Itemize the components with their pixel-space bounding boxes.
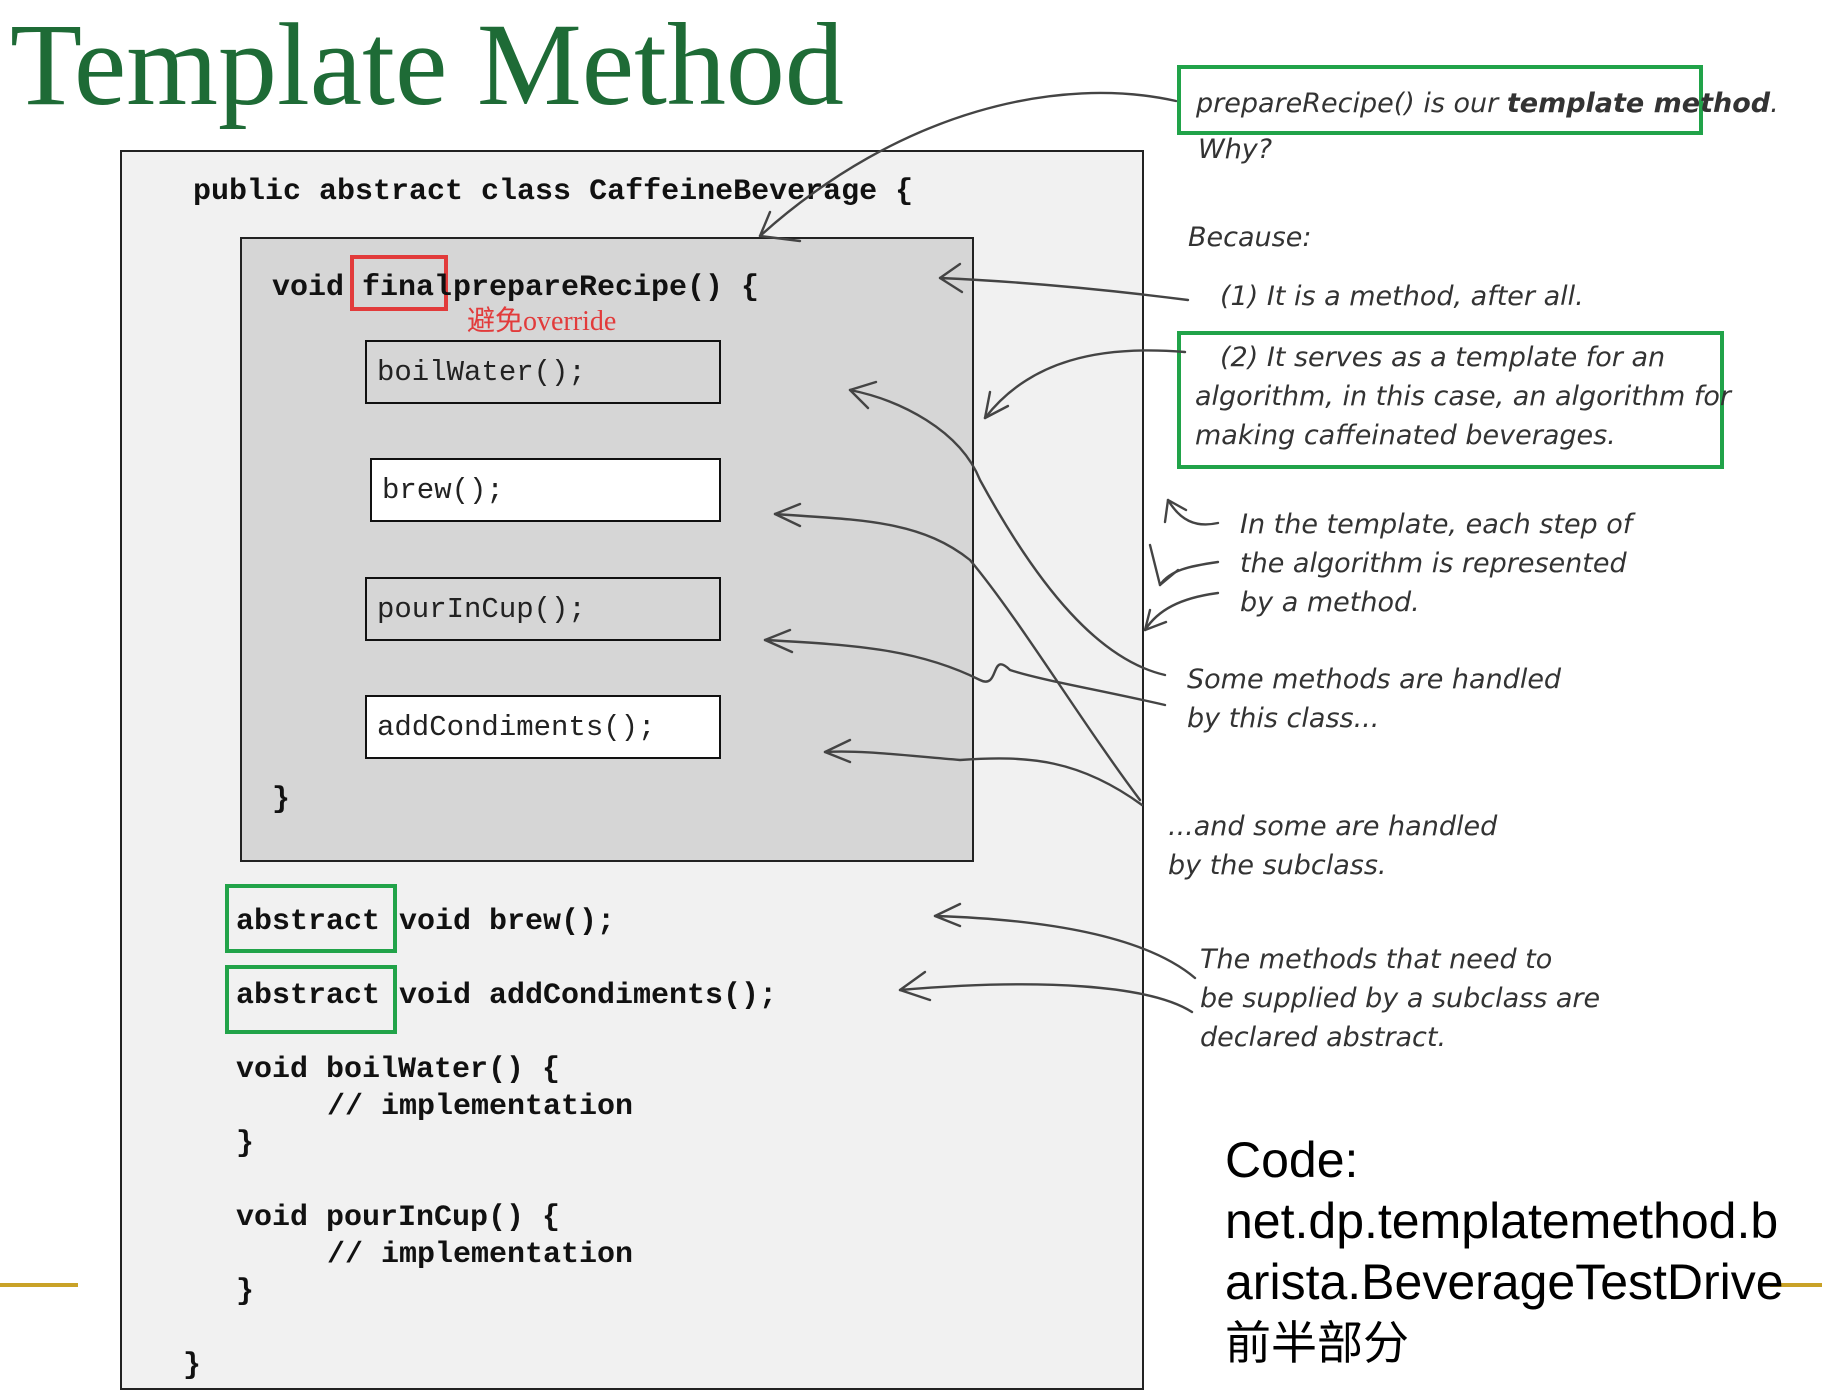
final-highlight [350,255,448,311]
arrow-head [1148,543,1180,587]
abstract-note: The methods that need to be supplied by … [1200,944,1601,1054]
arrow-this-class-boil [848,388,1167,677]
abstract-condiments-highlight [225,965,397,1034]
right-rule [1770,1283,1822,1287]
final-note: 避免override [467,306,617,337]
reason-two-note: (2) It serves as a template for an algor… [1195,342,1732,452]
step-label: addCondiments(); [377,710,656,744]
template-method-note: prepareRecipe() is our template method. [1196,88,1779,119]
arrow-head [933,902,962,928]
steps-note: In the template, each step of the algori… [1240,509,1633,619]
arrow-head [823,738,852,764]
pour-in-cup-declaration: void pourInCup() { [236,1201,561,1235]
abstract-brew-signature: void brew(); [399,905,616,939]
reason-two-highlight [1177,331,1724,469]
arrow-head [1163,498,1188,524]
prepare-recipe-signature: prepareRecipe() { [453,271,760,305]
arrow-head [938,262,964,294]
arrow-head [773,502,802,528]
abstract-condiments-signature: void addCondiments(); [399,979,778,1013]
arrow-head [848,380,878,410]
code-location: Code: net.dp.templatemethod.b arista.Bev… [1225,1130,1825,1374]
boil-water-declaration: void boilWater() { [236,1053,561,1087]
arrow-steps-one [1166,498,1220,526]
left-rule [0,1283,78,1287]
class-close-brace: } [183,1349,202,1383]
arrow-head [763,628,794,654]
arrow-head [758,210,802,243]
why-note: Why? [1198,134,1273,165]
arrow-subclass-condiments [823,750,1144,807]
page-title: Template Method [10,0,844,130]
class-declaration: public abstract class CaffeineBeverage { [193,175,914,209]
arrow-head [898,970,932,1002]
pour-in-cup-comment: // implementation [327,1238,634,1272]
method-return-type: void [272,271,345,305]
step-pour-in-cup: pourInCup(); [365,577,721,641]
step-label: brew(); [382,473,504,507]
code-location-label: Code: [1225,1132,1359,1188]
arrow-abstract-condiments [898,983,1194,1014]
final-keyword: final [362,271,453,305]
arrow-steps-three [1143,591,1220,632]
arrow-head [983,390,1010,420]
step-brew: brew(); [370,458,721,522]
arrow-reason-one [938,276,1190,302]
code-location-class: arista.BeverageTestDrive [1225,1254,1784,1310]
code-location-package: net.dp.templatemethod.b [1225,1193,1779,1249]
arrow-subclass-brew [773,512,1142,802]
boil-water-close-brace: } [236,1127,255,1161]
arrow-steps-two [1158,560,1220,587]
boil-water-comment: // implementation [327,1090,634,1124]
arrow-abstract-brew [933,914,1197,980]
abstract-keyword: abstract [236,979,381,1013]
step-add-condiments: addCondiments(); [365,695,721,759]
reason-one-note: (1) It is a method, after all. [1220,281,1584,312]
step-boil-water: boilWater(); [365,340,721,404]
abstract-keyword: abstract [236,905,381,939]
arrow-template-method [758,91,1178,238]
step-label: boilWater(); [377,355,586,389]
because-note: Because: [1188,222,1312,253]
method-close-brace: } [272,783,291,817]
abstract-brew-highlight [225,884,397,953]
arrow-reason-two [983,349,1187,420]
code-location-suffix: 前半部分 [1225,1316,1409,1370]
this-class-note: Some methods are handled by this class..… [1187,664,1562,735]
step-label: pourInCup(); [377,592,586,626]
subclass-note: ...and some are handled by the subclass. [1168,811,1498,882]
arrow-this-class-pour [763,638,1167,707]
template-method-note-highlight [1177,65,1703,135]
arrow-head [1143,608,1168,632]
pour-in-cup-close-brace: } [236,1275,255,1309]
